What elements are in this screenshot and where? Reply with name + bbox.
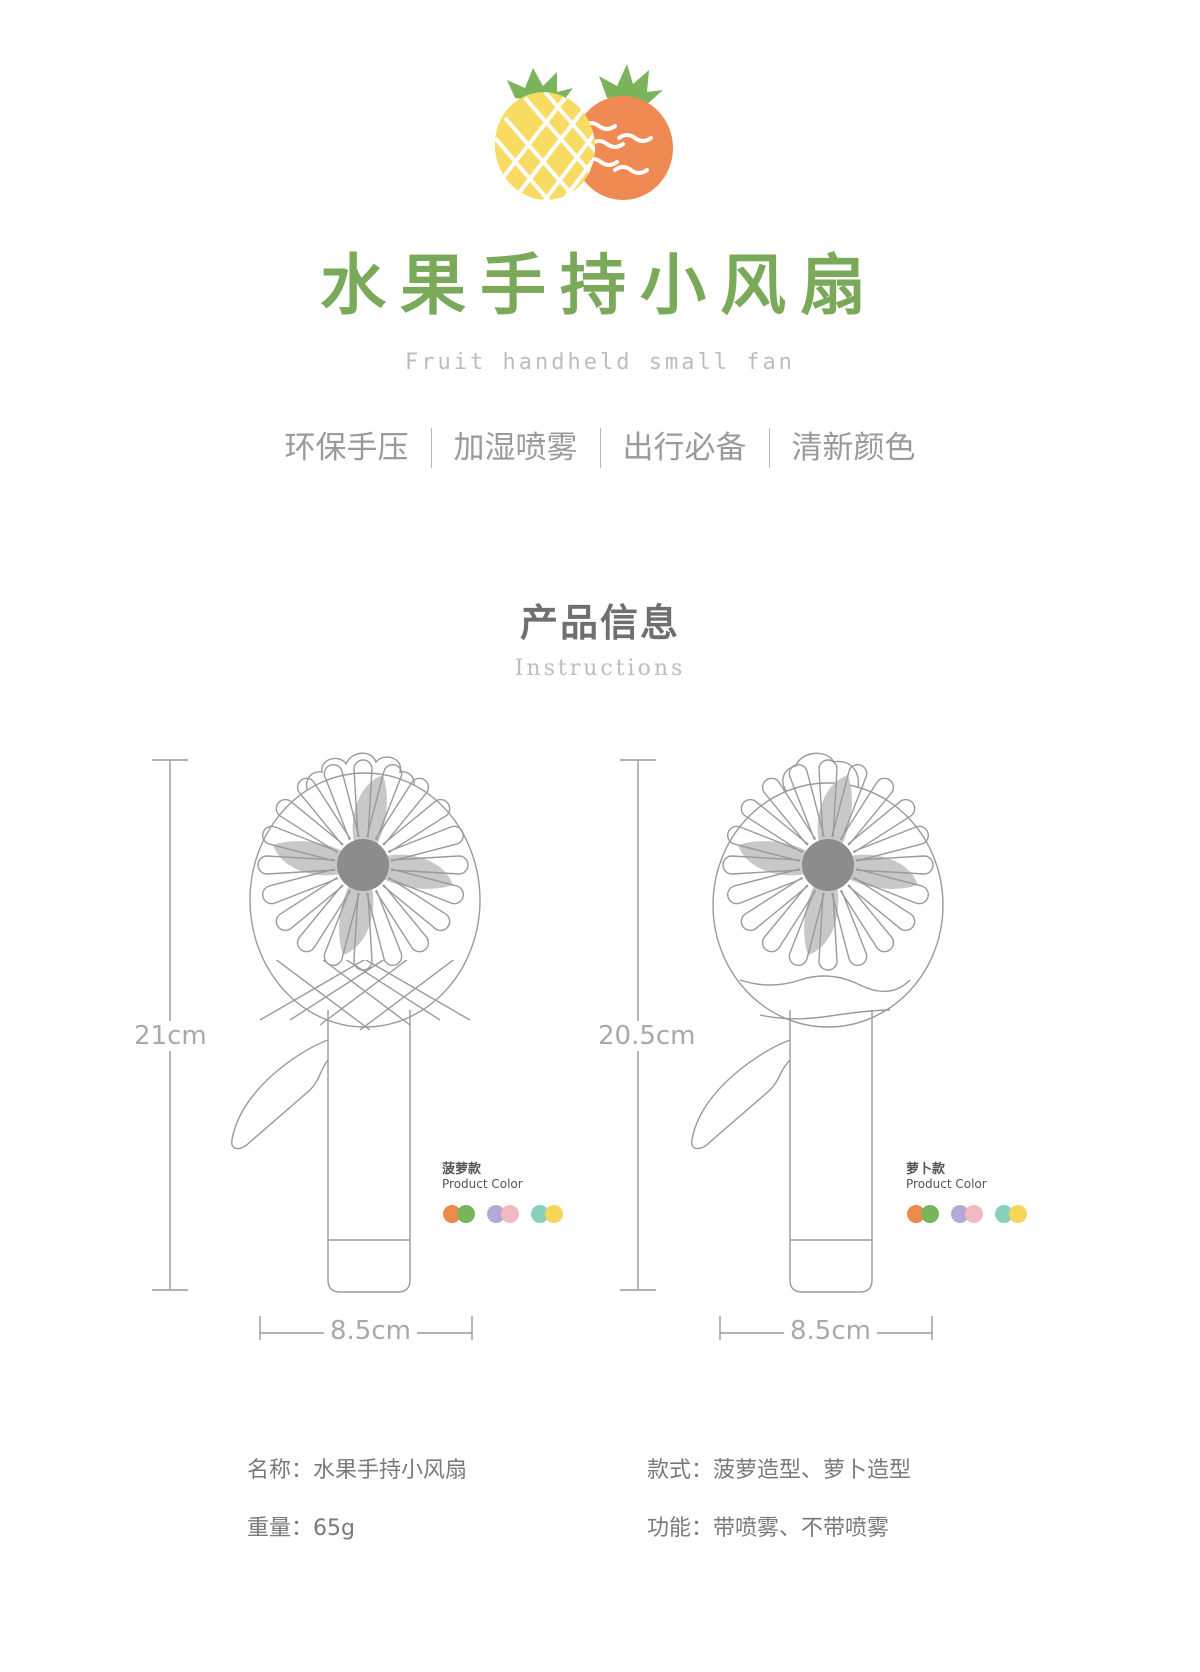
variant-name: 菠萝款 — [442, 1162, 482, 1177]
feature-divider — [599, 428, 601, 468]
feature-divider — [430, 428, 432, 468]
feature-list: 环保手压 加湿喷雾 出行必备 清新颜色 — [0, 428, 1200, 468]
variant-carrot: 萝卜款 Product Color — [906, 1158, 987, 1191]
width-label-carrot: 8.5cm — [784, 1316, 877, 1346]
info-style: 款式：菠萝造型、萝卜造型 — [647, 1458, 912, 1483]
pineapple-color-swatches — [443, 1205, 563, 1223]
height-label-pineapple: 21cm — [132, 1021, 209, 1051]
width-label-pineapple: 8.5cm — [324, 1316, 417, 1346]
variant-color-label: Product Color — [906, 1177, 987, 1191]
pineapple-carrot-logo-icon — [495, 64, 673, 203]
section-subtitle: Instructions — [514, 656, 686, 681]
info-function: 功能：带喷雾、不带喷雾 — [647, 1516, 890, 1541]
height-label-carrot: 20.5cm — [596, 1021, 698, 1051]
info-weight: 重量：65g — [247, 1516, 355, 1541]
section-title: 产品信息 — [519, 601, 680, 645]
info-name: 名称：水果手持小风扇 — [247, 1458, 468, 1483]
page-subtitle: Fruit handheld small fan — [405, 350, 795, 375]
carrot-color-swatches — [907, 1205, 1027, 1223]
variant-name: 萝卜款 — [906, 1162, 946, 1177]
feature-item: 环保手压 — [284, 430, 409, 466]
variant-color-label: Product Color — [442, 1177, 523, 1191]
feature-divider — [768, 428, 770, 468]
feature-item: 出行必备 — [622, 430, 747, 466]
variant-pineapple: 菠萝款 Product Color — [442, 1158, 523, 1191]
product-dimension-diagram — [152, 752, 1027, 1340]
feature-item: 清新颜色 — [791, 430, 916, 466]
page-title: 水果手持小风扇 — [320, 247, 880, 324]
feature-item: 加湿喷雾 — [453, 430, 578, 466]
